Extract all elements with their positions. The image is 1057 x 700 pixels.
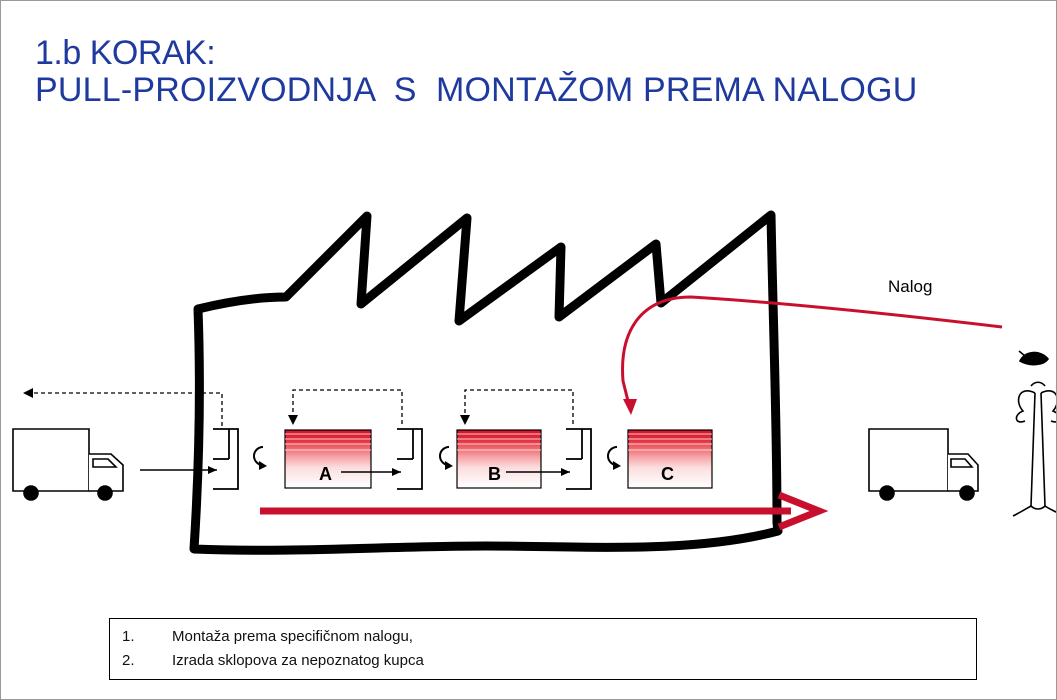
slide-title: 1.b KORAK: PULL-PROIZVODNJA S MONTAŽOM P… — [35, 35, 917, 108]
withdrawal-icon-3-head — [613, 461, 621, 470]
withdrawal-icon-2-head — [445, 461, 453, 470]
main-flow-arrow — [260, 491, 829, 531]
dashed-loop-a-head — [288, 415, 298, 425]
withdrawal-icon-2 — [439, 446, 450, 466]
process-box-b: B — [456, 429, 542, 489]
arrow-head-left — [23, 388, 33, 398]
dashed-loop-b — [464, 389, 574, 424]
factory-outline — [189, 210, 783, 555]
legend-item-2: 2. Izrada sklopova za nepoznatog kupca — [122, 652, 424, 669]
process-box-c: C — [627, 429, 713, 489]
supermarket-1 — [213, 428, 239, 490]
legend-box: 1. Montaža prema specifičnom nalogu, 2. Iz… — [109, 618, 977, 680]
process-box-a: A — [284, 429, 372, 489]
customer-truck-icon — [868, 428, 979, 501]
legend-item-1-text: Montaža prema specifičnom nalogu, — [172, 628, 413, 645]
supermarket-3 — [566, 428, 592, 490]
legend-item-2-text: Izrada sklopova za nepoznatog kupca — [172, 652, 424, 669]
order-flow-arrow-head — [623, 399, 637, 415]
dashed-loop-a — [292, 389, 403, 424]
process-label-a: A — [319, 464, 332, 484]
title-line-2: PULL-PROIZVODNJA S MONTAŽOM PREMA NALOGU — [35, 70, 918, 109]
legend-item-2-number: 2. — [122, 652, 135, 669]
process-label-c: C — [661, 464, 674, 484]
withdrawal-icon-1-head — [259, 461, 267, 470]
order-label: Nalog — [888, 277, 932, 296]
process-label-b: B — [488, 464, 501, 484]
withdrawal-icon-3 — [607, 446, 618, 466]
supplier-truck-icon — [12, 428, 124, 501]
withdrawal-icon-1 — [253, 446, 264, 466]
supermarket-2 — [397, 428, 423, 490]
order-flow-arrow — [621, 295, 1003, 406]
legend-item-1-number: 1. — [122, 628, 135, 645]
dashed-loop-b-head — [460, 415, 470, 425]
title-line-1: 1.b KORAK: — [35, 34, 216, 72]
dashed-flow-left — [31, 392, 223, 426]
legend-item-1: 1. Montaža prema specifičnom nalogu, — [122, 628, 413, 645]
customer-person-icon — [1012, 350, 1056, 517]
